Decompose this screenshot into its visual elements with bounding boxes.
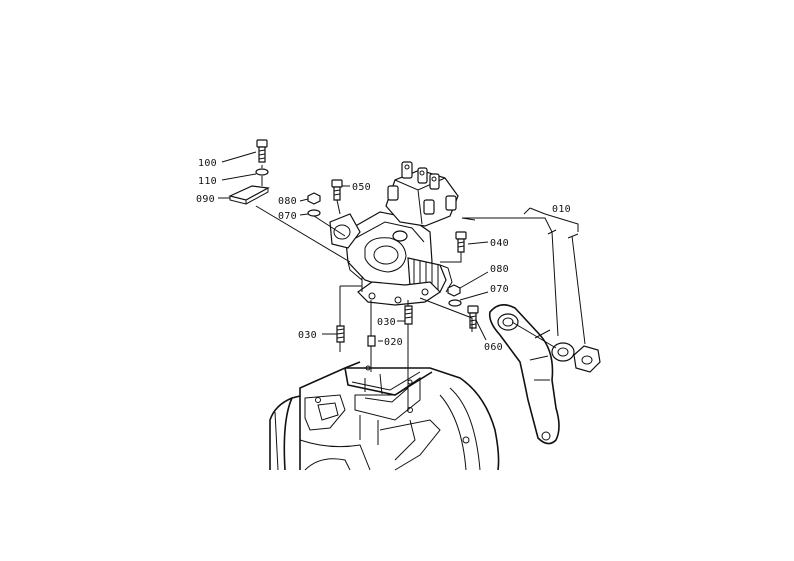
label-020: 020: [384, 337, 403, 348]
label-030-left: 030: [298, 330, 317, 341]
label-030-right: 030: [377, 317, 396, 328]
stud-030-right: [404, 305, 413, 325]
washer-110: [255, 168, 269, 176]
label-090: 090: [196, 194, 215, 205]
bolt-050: [331, 179, 343, 201]
label-050: 050: [352, 182, 371, 193]
label-080-lower: 080: [490, 264, 509, 275]
nut-080-lower: [447, 284, 461, 297]
washer-070-lower: [448, 299, 462, 307]
plate-090: [228, 185, 270, 205]
label-100: 100: [198, 158, 217, 169]
bolt-040: [455, 231, 467, 253]
steering-gear-box: [329, 161, 459, 306]
label-080-top: 080: [278, 196, 297, 207]
label-070-top: 070: [278, 211, 297, 222]
leader-lines: [218, 151, 489, 412]
part-labels: 100 110 090 080 070 050 040 010 080 070 …: [196, 158, 571, 353]
pitman-arm: [488, 304, 560, 445]
transmission-housing: [269, 361, 500, 471]
washer-070-top: [307, 209, 321, 217]
label-110: 110: [198, 176, 217, 187]
pin-020: [367, 335, 376, 347]
label-060: 060: [484, 342, 503, 353]
nut-washer: [511, 321, 601, 373]
leader-010: [462, 207, 586, 345]
bolt-100: [256, 139, 268, 163]
stud-030-left: [336, 325, 345, 343]
label-070-lower: 070: [490, 284, 509, 295]
label-040: 040: [490, 238, 509, 249]
washer-080-top: [307, 192, 321, 205]
label-010: 010: [552, 204, 571, 215]
bolt-060: [467, 305, 479, 329]
